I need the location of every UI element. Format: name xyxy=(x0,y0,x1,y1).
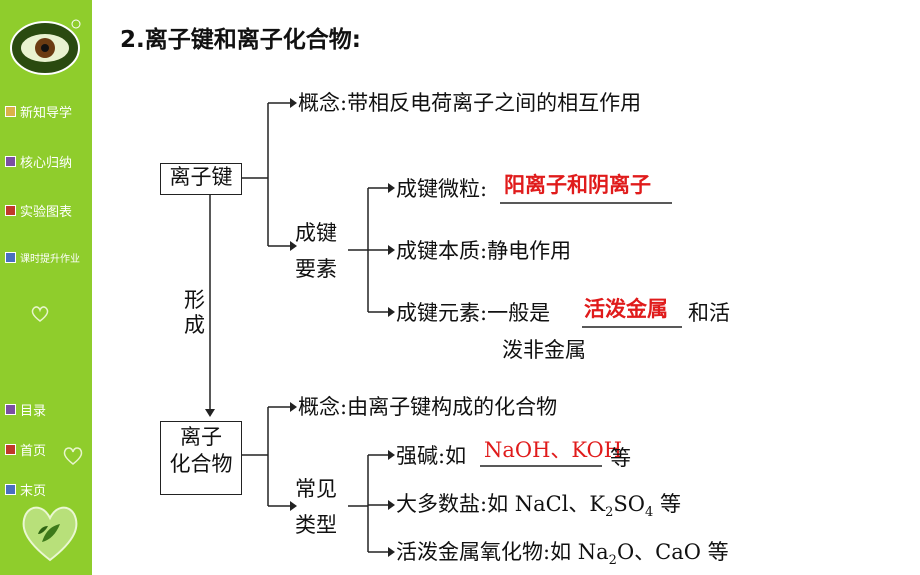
sidebar-item-label: 核心归纳 xyxy=(20,156,73,171)
bond-elements-suffix: 和活 xyxy=(688,301,730,325)
sidebar-item-label: 实验图表 xyxy=(20,205,73,220)
formation-label-1: 形 xyxy=(184,288,205,312)
node-ionic-compound: 离子 化合物 xyxy=(160,421,242,495)
square-icon xyxy=(5,156,16,167)
heart-icon xyxy=(63,447,83,465)
bond-elements-label-1: 成键 xyxy=(295,221,337,245)
oxides-mid: O、CaO xyxy=(616,540,701,564)
bond-elements-answer: 活泼金属 xyxy=(584,297,668,321)
oxides-text: 活泼金属氧化物:如 Na xyxy=(396,540,609,564)
formation-label-2: 成 xyxy=(184,313,205,337)
salts-text: 大多数盐:如 NaCl、K xyxy=(396,492,606,516)
bond-particles-label: 成键微粒: xyxy=(396,177,488,201)
node-ionic-bond: 离子键 xyxy=(160,163,242,195)
tree-connector-lines xyxy=(205,98,682,557)
common-types-label-1: 常见 xyxy=(295,477,337,501)
oxides-suffix: 等 xyxy=(700,540,729,564)
sidebar-item-homework[interactable]: 课时提升作业 xyxy=(5,250,80,265)
sidebar-item-label: 课时提升作业 xyxy=(20,254,80,265)
eye-logo-icon xyxy=(10,19,81,75)
bond-particles-answer: 阳离子和阴离子 xyxy=(504,173,651,197)
bond-elements-label-2: 要素 xyxy=(295,257,337,281)
heart-leaf-icon xyxy=(22,506,78,562)
node-ionic-compound-line1: 离子 xyxy=(180,425,222,449)
strong-base-answer: NaOH、KOH xyxy=(484,438,623,462)
node-ionic-compound-line2: 化合物 xyxy=(169,452,233,476)
nav-first-page[interactable]: 首页 xyxy=(5,440,46,459)
square-icon xyxy=(5,484,16,495)
square-icon xyxy=(5,205,16,216)
nav-label: 末页 xyxy=(20,484,47,499)
square-icon xyxy=(5,404,16,415)
oxides-sub: 2 xyxy=(608,553,617,569)
sidebar-item-label: 新知导学 xyxy=(20,106,73,121)
nav-label: 首页 xyxy=(20,444,47,459)
salts-suffix: 等 xyxy=(653,492,681,516)
nav-contents[interactable]: 目录 xyxy=(5,400,46,419)
ionic-compound-concept: 概念:由离子键构成的化合物 xyxy=(298,395,558,419)
sidebar-item-experiment-charts[interactable]: 实验图表 xyxy=(5,201,72,220)
slide-content: 2.离子键和离子化合物: 离子键 概念:带相反电荷离子之间的相互作用 成键 要素… xyxy=(92,0,920,575)
section-heading: 2.离子键和离子化合物: xyxy=(120,27,361,53)
sidebar: 新知导学 核心归纳 实验图表 课时提升作业 目录 首页 末页 xyxy=(0,0,92,575)
strong-base-prefix: 强碱:如 xyxy=(396,444,467,468)
square-icon xyxy=(5,106,16,117)
heart-icon xyxy=(31,306,49,322)
oxides-item: 活泼金属氧化物:如 Na2O、CaO 等 xyxy=(396,539,729,574)
bond-elements-line2: 泼非金属 xyxy=(502,338,586,362)
ionic-bond-concept: 概念:带相反电荷离子之间的相互作用 xyxy=(298,91,642,115)
square-icon xyxy=(5,252,16,263)
nav-last-page[interactable]: 末页 xyxy=(5,480,46,499)
common-types-label-2: 类型 xyxy=(295,513,337,537)
nav-label: 目录 xyxy=(20,404,47,419)
strong-base-suffix: 等 xyxy=(610,446,631,470)
salts-sub-2: 4 xyxy=(645,505,654,521)
sidebar-item-new-knowledge[interactable]: 新知导学 xyxy=(5,102,72,121)
bond-essence: 成键本质:静电作用 xyxy=(396,239,572,263)
square-icon xyxy=(5,444,16,455)
bond-elements-prefix: 成键元素:一般是 xyxy=(396,301,551,325)
salts-mid: SO xyxy=(613,492,646,516)
salts-item: 大多数盐:如 NaCl、K2SO4 等 xyxy=(396,491,681,526)
salts-sub-1: 2 xyxy=(605,505,614,521)
sidebar-item-core-summary[interactable]: 核心归纳 xyxy=(5,152,72,171)
